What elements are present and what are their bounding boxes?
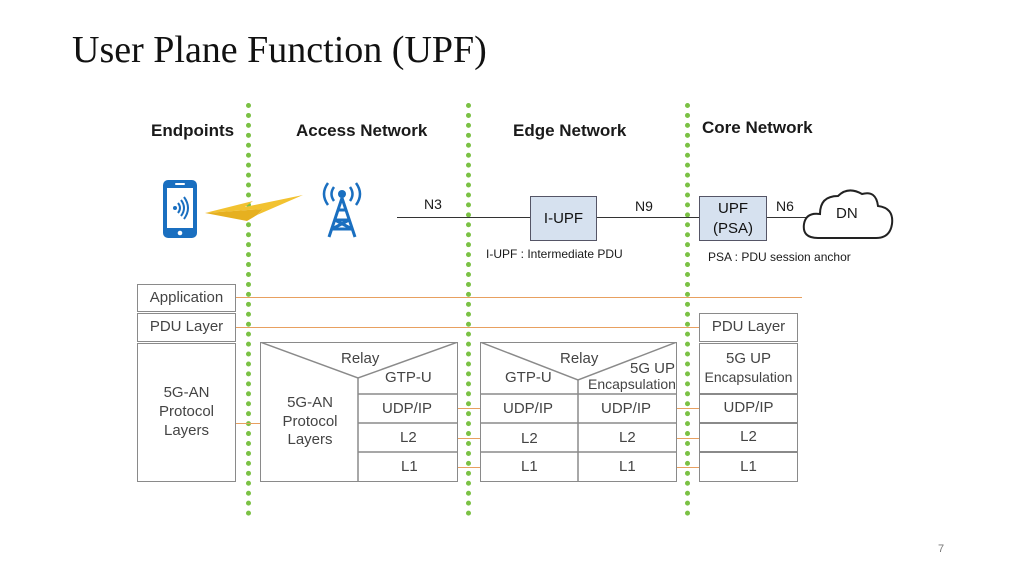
iupf-l1-right-label: L1 (619, 458, 636, 475)
header-endpoints: Endpoints (151, 121, 235, 140)
line-an-link (236, 423, 260, 424)
iupf-udpip-left-label: UDP/IP (503, 400, 554, 417)
line-n9-l2 (677, 438, 699, 439)
psa-l2-label: L2 (740, 428, 757, 446)
node-upf-label: UPF (718, 200, 748, 217)
psa-udpip-label: UDP/IP (723, 399, 774, 417)
divider-access-edge (466, 103, 471, 516)
line-n3-udp (458, 408, 480, 409)
cell-tower-icon (322, 182, 362, 238)
ue-an-line3: Layers (163, 421, 210, 439)
node-psa-label: (PSA) (712, 219, 753, 237)
iupf-udpip-right-label: UDP/IP (601, 400, 652, 417)
label-n6: N6 (776, 198, 794, 214)
line-n3-l2 (458, 438, 480, 439)
psa-l1-label: L1 (740, 457, 757, 475)
iupf-l2-right-label: L2 (619, 429, 636, 446)
an-an-line1: 5G-AN (287, 393, 333, 411)
cloud-icon (802, 189, 894, 239)
an-an-line3: Layers (287, 431, 333, 449)
label-dn: DN (836, 205, 858, 222)
an-l1-label: L1 (401, 458, 418, 475)
header-access-network: Access Network (296, 121, 428, 140)
page-number: 7 (938, 543, 945, 555)
psa-udpip: UDP/IP (699, 394, 798, 423)
psa-encap-line2: Encapsulation (704, 369, 793, 386)
line-application (236, 297, 802, 298)
ue-an-line1: 5G-AN (163, 384, 210, 402)
an-l2-label: L2 (400, 429, 417, 446)
divider-edge-core (685, 103, 690, 516)
an-relay-label: Relay (341, 350, 380, 367)
an-gtpu-label: GTP-U (385, 369, 432, 386)
node-upf-psa: UPF (PSA) (699, 196, 767, 241)
iupf-relay-wedge (480, 342, 677, 482)
psa-encap-line1: 5G UP (725, 350, 771, 368)
ue-an-protocol: 5G-AN Protocol Layers (137, 343, 236, 482)
node-iupf-label: I-UPF (543, 209, 584, 227)
an-protocol-left: 5G-AN Protocol Layers (266, 392, 354, 452)
header-edge-network: Edge Network (513, 121, 627, 140)
iupf-relay-label: Relay (560, 350, 599, 367)
iupf-l1-left-label: L1 (521, 458, 538, 475)
iupf-l2-left-label: L2 (521, 430, 538, 447)
divider-endpoints-access (246, 103, 251, 516)
slide-title: User Plane Function (UPF) (72, 29, 487, 71)
line-pdu-layer (236, 327, 699, 328)
an-udpip-label: UDP/IP (382, 400, 433, 417)
an-an-line2: Protocol (282, 412, 338, 430)
psa-l2: L2 (699, 423, 798, 452)
line-n3-l1 (458, 467, 480, 468)
note-psa: PSA : PDU session anchor (708, 250, 851, 264)
link-n9 (597, 217, 699, 218)
label-n3: N3 (424, 196, 442, 212)
link-n3 (397, 217, 530, 218)
note-iupf: I-UPF : Intermediate PDU (486, 247, 623, 261)
link-n6 (767, 217, 811, 218)
label-n9: N9 (635, 198, 653, 214)
psa-encapsulation: 5G UP Encapsulation (699, 343, 798, 394)
iupf-encap-line1: 5G UP (630, 360, 676, 377)
header-core-network: Core Network (702, 118, 813, 137)
psa-l1: L1 (699, 452, 798, 482)
psa-pdu-layer: PDU Layer (699, 313, 798, 342)
smartphone-icon (163, 180, 197, 238)
ue-pdu-layer: PDU Layer (137, 313, 236, 342)
an-stack-frame (260, 342, 458, 482)
ue-pdu-layer-label: PDU Layer (149, 318, 224, 336)
ue-application: Application (137, 284, 236, 312)
node-iupf: I-UPF (530, 196, 597, 241)
iupf-gtpu-label: GTP-U (505, 369, 552, 386)
psa-pdu-layer-label: PDU Layer (711, 318, 786, 336)
an-relay-wedge (260, 342, 458, 482)
ue-an-line2: Protocol (158, 403, 215, 421)
lightning-icon (205, 195, 303, 221)
line-n9-udp (677, 408, 699, 409)
line-n9-l1 (677, 467, 699, 468)
iupf-encap-line2: Encapsulation (588, 376, 676, 392)
ue-application-label: Application (149, 288, 224, 306)
